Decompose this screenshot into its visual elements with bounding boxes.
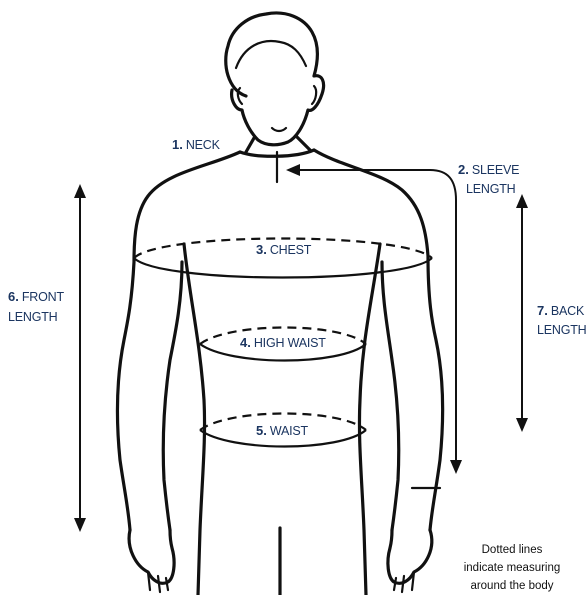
ear-left	[238, 88, 242, 104]
label-front-length: 6.FRONT	[8, 289, 64, 304]
torso-left-side	[184, 244, 205, 595]
label-waist: 5.WAIST	[256, 423, 309, 438]
head-outline	[226, 13, 324, 145]
sleeve-length-arrow	[286, 164, 462, 488]
left-arm-inner	[163, 262, 182, 530]
note-line-3: around the body	[470, 580, 553, 592]
neck-left	[246, 138, 254, 152]
label-front-length-line2: LENGTH	[8, 310, 58, 324]
label-back-length: 7.BACK	[537, 303, 585, 318]
ear-right	[312, 86, 316, 104]
note-line-1: Dotted lines	[482, 544, 543, 556]
left-shoulder-arm-outer	[117, 152, 240, 530]
label-high-waist: 4.HIGH WAIST	[240, 335, 326, 350]
right-arm-inner	[382, 262, 399, 530]
hair-line	[236, 41, 306, 68]
front-length-arrow	[74, 184, 86, 532]
back-length-arrow	[516, 194, 528, 432]
label-chest: 3.CHEST	[256, 242, 312, 257]
right-hand	[388, 530, 432, 583]
dotted-lines-note: Dotted lines indicate measuring around t…	[464, 544, 561, 592]
torso-right-side	[359, 244, 380, 595]
label-neck: 1.NECK	[172, 137, 221, 152]
body-outline	[117, 13, 442, 595]
note-line-2: indicate measuring	[464, 562, 561, 574]
right-shoulder-arm-outer	[314, 150, 443, 530]
neck-right	[296, 136, 310, 150]
label-back-length-line2: LENGTH	[537, 323, 586, 337]
label-sleeve-length: 2.SLEEVE	[458, 162, 519, 177]
chin-mark	[272, 128, 286, 131]
left-hand	[129, 530, 174, 583]
label-sleeve-length-line2: LENGTH	[466, 182, 516, 196]
